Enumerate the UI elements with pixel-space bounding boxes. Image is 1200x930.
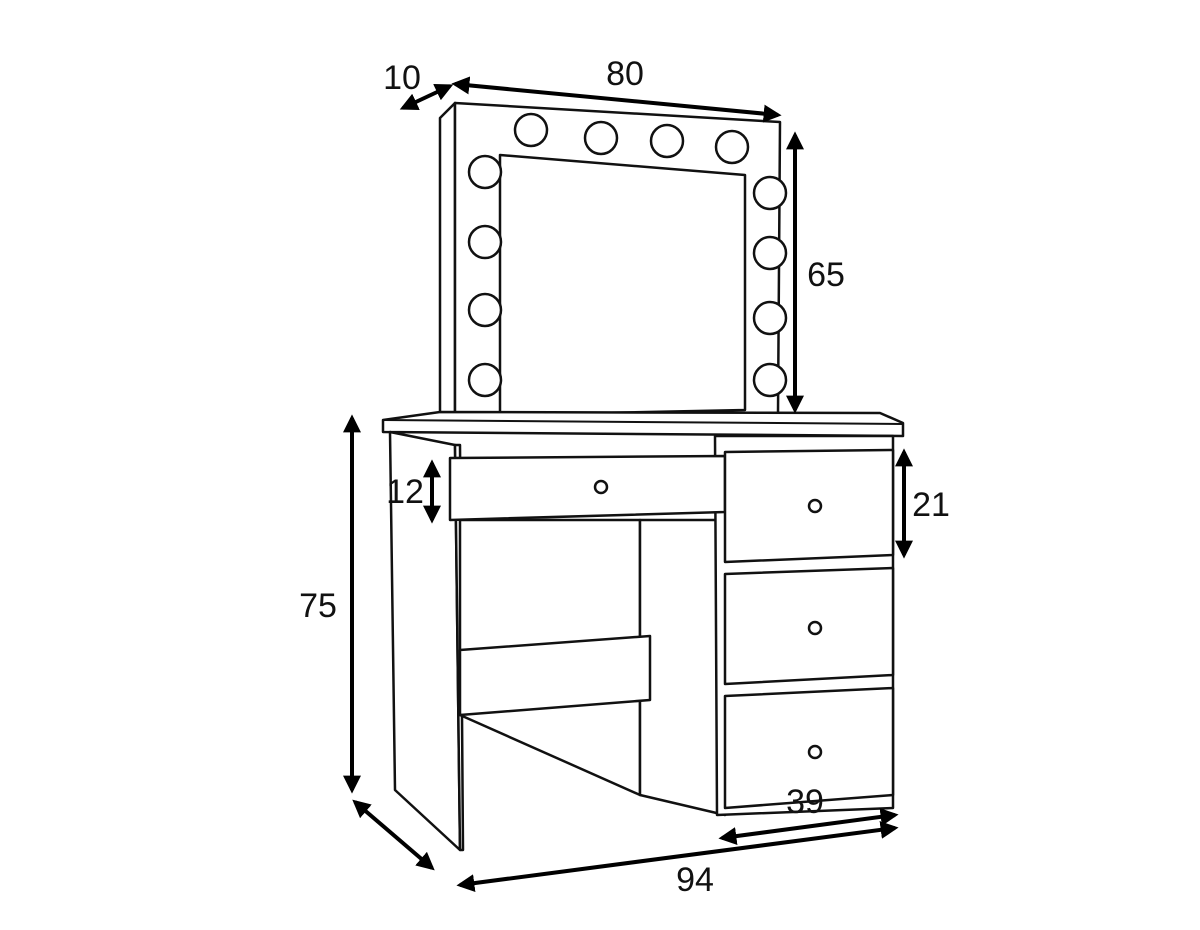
dimension-arrows (343, 76, 913, 893)
label-mirror-height: 65 (807, 256, 845, 294)
mirror-side (438, 101, 457, 417)
drawer-knob (807, 744, 823, 760)
label-side-drawer-height: 21 (912, 486, 950, 524)
drawer-knob (807, 498, 823, 514)
label-mirror-width: 80 (606, 55, 644, 93)
bulb (583, 120, 619, 156)
bulb (752, 300, 788, 336)
label-top-drawer-height: 12 (386, 473, 424, 511)
drawer-knob (593, 479, 609, 495)
label-mirror-depth: 10 (383, 59, 421, 97)
bulb (649, 123, 685, 159)
arrow-table-width (456, 820, 899, 893)
arrow-table-depth (352, 799, 435, 871)
bulb (752, 235, 788, 271)
bulb (752, 362, 788, 398)
bulb (467, 224, 503, 260)
desk-top-edge (382, 419, 904, 425)
modesty-panel (458, 634, 652, 717)
top-drawer (448, 454, 727, 522)
arrow-mirror-width (451, 76, 782, 123)
arrow-mirror-depth (399, 83, 454, 111)
bulb (467, 362, 503, 398)
mirror (438, 101, 788, 417)
bulb (513, 112, 549, 148)
mirror-glass (498, 153, 747, 417)
label-cabinet-width: 39 (786, 783, 824, 821)
bulb (752, 175, 788, 211)
bulb (467, 292, 503, 328)
back-panel (638, 518, 727, 817)
bulb (714, 129, 750, 165)
label-table-height: 75 (299, 587, 337, 625)
desk (381, 410, 905, 852)
bulb (467, 154, 503, 190)
label-table-width: 94 (676, 861, 714, 899)
drawer-knob (807, 620, 823, 636)
